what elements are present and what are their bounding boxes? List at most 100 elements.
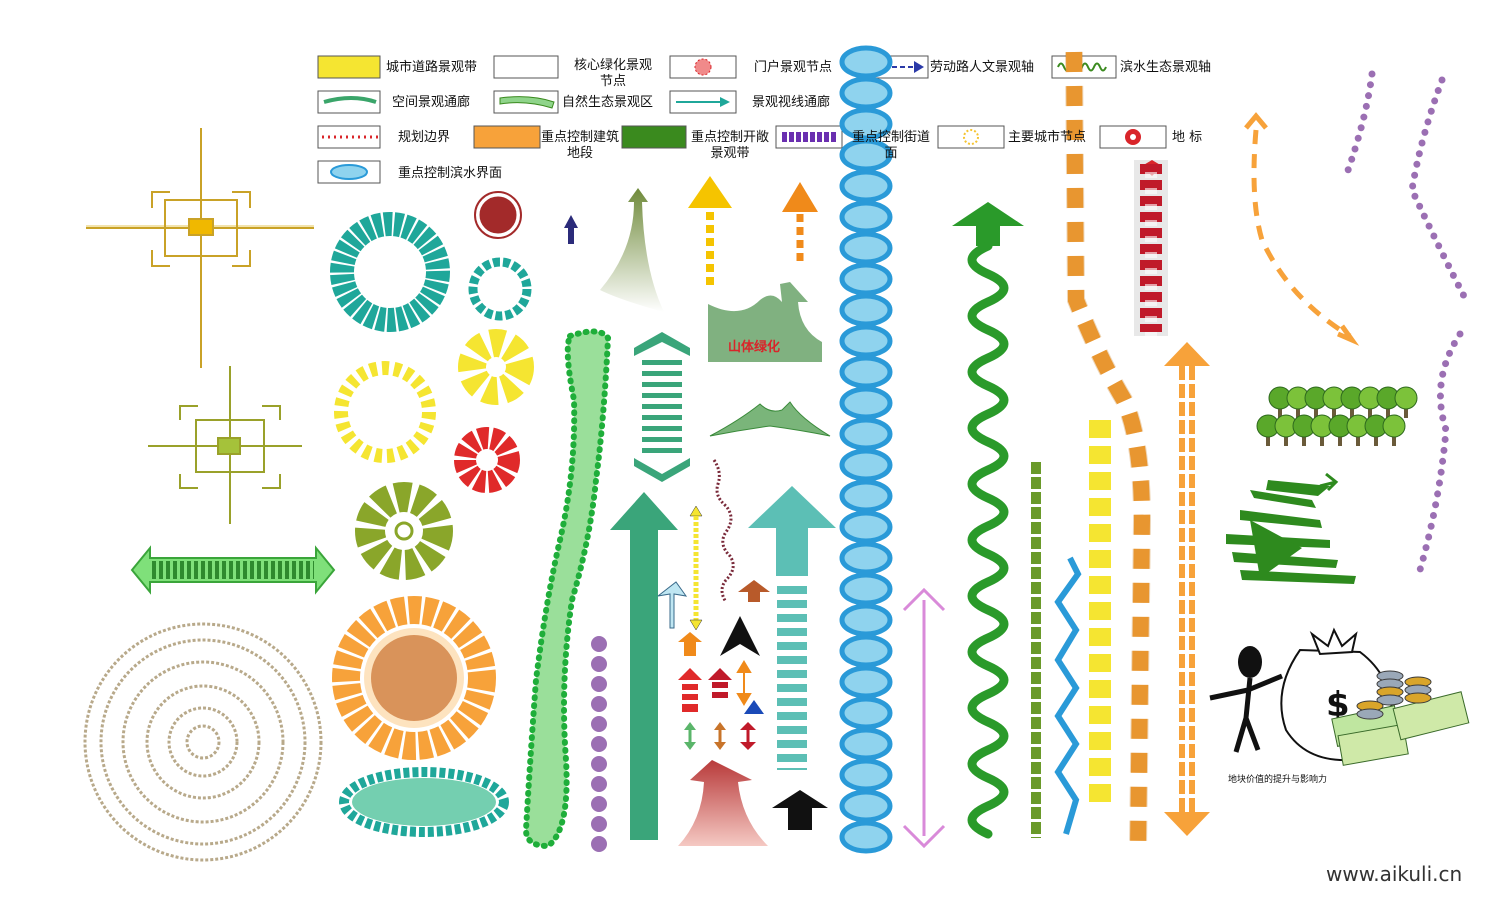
blue-ellipse xyxy=(839,634,893,668)
blue-zigzag xyxy=(1054,556,1082,835)
legend-label-gate-node: 门户景观节点 xyxy=(754,60,833,75)
blue-ellipse xyxy=(839,541,893,575)
legend-swatch-gate-node xyxy=(669,55,737,79)
legend-label-key-building: 重点控制建筑地段 xyxy=(540,130,619,161)
blue-ellipse xyxy=(839,572,893,606)
brown-arrow xyxy=(738,580,770,602)
black-block-arrow xyxy=(772,790,828,830)
maroon-squiggle xyxy=(712,459,735,603)
legend-label-plan-boundary: 规划边界 xyxy=(398,130,451,145)
blue-ellipse xyxy=(839,107,893,141)
blue-ellipse xyxy=(839,231,893,265)
orange-sun xyxy=(332,596,496,760)
purple-dotted-line-a xyxy=(1342,70,1376,180)
orange-small-arrow xyxy=(678,632,702,656)
legend-swatch-plan-boundary xyxy=(317,125,381,149)
legend-label-core-green: 核心绿化景观节点 xyxy=(573,58,652,89)
blue-ellipse xyxy=(839,324,893,358)
blue-ellipse xyxy=(839,386,893,420)
legend-label-natural-eco: 自然生态景观区 xyxy=(562,95,654,110)
olive-pinwheel xyxy=(355,482,453,580)
tree-icon xyxy=(1394,386,1418,418)
yellow-dashed-arrow xyxy=(688,176,732,286)
legend-swatch-key-building xyxy=(473,125,541,149)
blue-ellipse xyxy=(839,510,893,544)
crosshair-node-olive xyxy=(148,366,302,524)
blue-ellipse xyxy=(839,448,893,482)
dark-red-dot xyxy=(476,193,520,237)
blue-ellipse xyxy=(839,479,893,513)
legend-swatch-waterfront-axis xyxy=(1051,55,1117,79)
legend-swatch-view-corridor xyxy=(669,90,737,114)
legend-label-landmark: 地 标 xyxy=(1172,130,1203,145)
blue-ellipse xyxy=(839,603,893,637)
legend-swatch-city-node xyxy=(937,125,1005,149)
legend-swatch-waterfront-face xyxy=(317,160,381,184)
orange-vertical-double-arrow xyxy=(736,660,752,706)
blue-ellipse xyxy=(839,696,893,730)
blue-ellipse-chain xyxy=(839,45,893,854)
green-spring-arrow xyxy=(952,202,1024,839)
big-teal-arrow xyxy=(610,492,678,840)
tree-icon xyxy=(1268,386,1292,418)
fading-green-arrow xyxy=(600,188,664,312)
legend-label-waterfront-axis: 滨水生态景观轴 xyxy=(1120,60,1212,75)
site-watermark: www.aikuli.cn xyxy=(1326,862,1463,886)
landmark-tower xyxy=(1134,160,1168,340)
yellow-double-arrow xyxy=(689,505,703,631)
orange-curved-dashed-arrow xyxy=(1244,112,1360,346)
blue-ellipse xyxy=(839,789,893,823)
land-value-caption: 地块价值的提升与影响力 xyxy=(1228,775,1328,785)
tree-icon xyxy=(1304,386,1328,418)
purple-dotted-line-c xyxy=(1416,330,1464,574)
blue-ellipse xyxy=(839,820,893,854)
yellow-dashed-ring xyxy=(334,361,436,463)
purple-dotted-line-b xyxy=(1408,76,1470,304)
blue-ellipse xyxy=(839,758,893,792)
tree-icon xyxy=(1346,414,1370,446)
tree-cluster xyxy=(1256,386,1418,446)
green-brush-arrow xyxy=(1226,472,1356,584)
blue-ellipse xyxy=(839,355,893,389)
crosshair-node-gold xyxy=(86,128,314,368)
pink-double-arrow xyxy=(902,587,946,849)
teal-chevron-ladder xyxy=(634,332,690,482)
green-double-arrow xyxy=(130,545,336,595)
legend-swatch-core-green xyxy=(493,55,559,79)
blue-ellipse xyxy=(839,727,893,761)
legend-swatch-road-band xyxy=(317,55,381,79)
tree-icon xyxy=(1382,414,1406,446)
red-gradient-arrow xyxy=(678,760,768,846)
legend-label-city-node: 主要城市节点 xyxy=(1008,130,1087,145)
small-double-arrows xyxy=(684,722,756,750)
light-blue-arrow xyxy=(657,581,688,629)
blue-ellipse xyxy=(839,45,893,79)
blue-ellipse xyxy=(839,293,893,327)
tree-icon xyxy=(1376,386,1400,418)
mountain-green-block: 山体绿化 xyxy=(708,282,822,362)
legend-swatch-open-band xyxy=(621,125,687,149)
legend-label-culture-axis: 劳动路人文景观轴 xyxy=(930,60,1035,75)
teal-oval xyxy=(339,767,509,837)
orange-dashed-curve xyxy=(1066,51,1151,851)
blue-ellipse xyxy=(839,138,893,172)
blue-ellipse xyxy=(839,76,893,110)
legend-swatch-street-face xyxy=(775,125,843,149)
orange-dashed-arrow xyxy=(782,182,818,262)
blue-small-arrow xyxy=(744,700,764,714)
blue-ellipse xyxy=(839,200,893,234)
mountain-green-label: 山体绿化 xyxy=(728,339,780,355)
legend-label-view-corridor: 景观视线通廊 xyxy=(752,95,831,110)
tree-icon xyxy=(1322,386,1346,418)
teal-ring-large xyxy=(330,212,450,332)
small-navy-arrow xyxy=(564,215,578,244)
red-stacked-arrows xyxy=(678,668,732,712)
green-ridge xyxy=(709,401,831,437)
orange-long-double-arrow xyxy=(1164,342,1210,836)
blue-ellipse xyxy=(839,262,893,296)
black-navigation-arrow xyxy=(720,616,760,656)
yellow-pinwheel xyxy=(458,329,534,405)
legend-label-waterfront-face: 重点控制滨水界面 xyxy=(398,166,503,181)
money-illustration: $ xyxy=(1209,627,1470,766)
